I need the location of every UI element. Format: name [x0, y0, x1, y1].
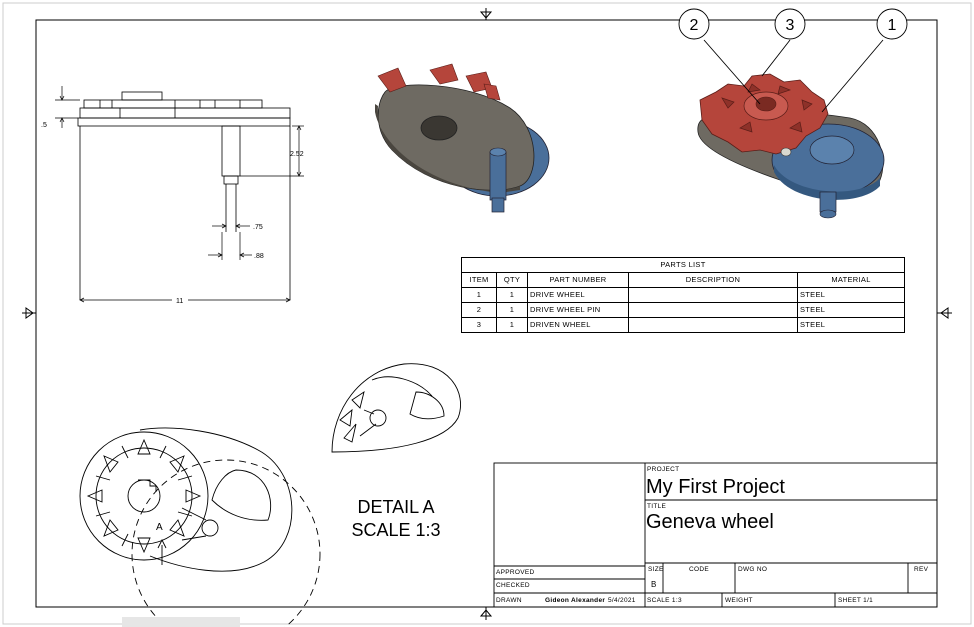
cell-part-number: DRIVEN WHEEL	[527, 317, 629, 333]
cell-item: 1	[461, 287, 497, 303]
parts-list-table: PARTS LIST ITEM QTY PART NUMBER DESCRIPT…	[461, 257, 905, 333]
iso-view-bottom	[375, 63, 550, 213]
table-row: 3 1 DRIVEN WHEEL STEEL	[461, 317, 905, 333]
rev-label: REV	[914, 566, 929, 573]
dim-width-gap	[172, 296, 188, 304]
balloon-3-label: 3	[786, 17, 795, 34]
balloon-1-label: 1	[888, 17, 897, 34]
code-label: CODE	[689, 566, 709, 573]
drawing-title: Geneva wheel	[646, 511, 774, 533]
center-mark-right	[937, 307, 952, 319]
table-row: 1 1 DRIVE WHEEL STEEL	[461, 287, 905, 303]
cell-qty: 1	[496, 287, 528, 303]
parts-list-title: PARTS LIST	[461, 257, 905, 273]
drawn-label: DRAWN	[496, 597, 522, 604]
center-mark-top	[479, 8, 493, 20]
approved-label: APPROVED	[496, 569, 535, 576]
parts-header-part-number: PART NUMBER	[527, 272, 629, 288]
cell-material: STEEL	[797, 302, 905, 318]
view-toolbar[interactable]	[122, 617, 240, 627]
drawn-date: 5/4/2021	[608, 597, 636, 604]
cell-material: STEEL	[797, 287, 905, 303]
dwg-no-label: DWG NO	[738, 566, 768, 573]
project-label: PROJECT	[647, 466, 680, 473]
top-view-main	[79, 427, 293, 572]
balloon-callouts	[678, 8, 908, 113]
parts-header-description: DESCRIPTION	[628, 272, 798, 288]
cell-description	[628, 317, 798, 333]
iso-view-top	[697, 73, 885, 219]
project-name: My First Project	[646, 476, 785, 498]
center-mark-bottom	[479, 607, 493, 620]
detail-callout-label: A	[156, 522, 163, 533]
drawn-by: Gideon Alexander	[545, 597, 606, 604]
cell-part-number: DRIVE WHEEL	[527, 287, 629, 303]
cell-item: 3	[461, 317, 497, 333]
cell-item: 2	[461, 302, 497, 318]
balloon-3	[774, 8, 806, 40]
detail-scale: SCALE 1:3	[351, 520, 441, 540]
parts-header-material: MATERIAL	[797, 272, 905, 288]
dim-top: .5	[41, 122, 47, 129]
side-dimensions	[55, 86, 304, 303]
detail-small-view	[331, 363, 461, 453]
dim-width: 11	[176, 298, 183, 305]
cell-qty: 1	[496, 302, 528, 318]
weight-label: WEIGHT	[725, 597, 753, 604]
balloon-2-label: 2	[690, 17, 699, 34]
title-label: TITLE	[647, 503, 667, 510]
cell-part-number: DRIVE WHEEL PIN	[527, 302, 629, 318]
dim-height: 2.52	[290, 151, 304, 158]
scale-label: SCALE 1:3	[647, 597, 682, 604]
cell-qty: 1	[496, 317, 528, 333]
detail-label: DETAIL A SCALE 1:3	[346, 496, 446, 542]
size-value: B	[651, 580, 657, 589]
dim-hub: .88	[254, 253, 264, 260]
cell-description	[628, 287, 798, 303]
title-block-frame	[493, 462, 938, 608]
size-label: SIZE	[648, 566, 664, 573]
star-slots	[86, 438, 202, 554]
parts-header-item: ITEM	[461, 272, 497, 288]
cell-description	[628, 302, 798, 318]
side-view	[77, 91, 291, 300]
detail-circle-a	[131, 459, 321, 627]
cell-material: STEEL	[797, 317, 905, 333]
balloon-1	[876, 8, 908, 40]
dim-shaft: .75	[253, 224, 263, 231]
sheet-label: SHEET 1/1	[838, 597, 874, 604]
detail-title: DETAIL A	[357, 497, 435, 517]
table-row: 2 1 DRIVE WHEEL PIN STEEL	[461, 302, 905, 318]
checked-label: CHECKED	[496, 582, 530, 589]
parts-header-qty: QTY	[496, 272, 528, 288]
balloon-2	[678, 8, 710, 40]
center-mark-left	[22, 307, 36, 319]
